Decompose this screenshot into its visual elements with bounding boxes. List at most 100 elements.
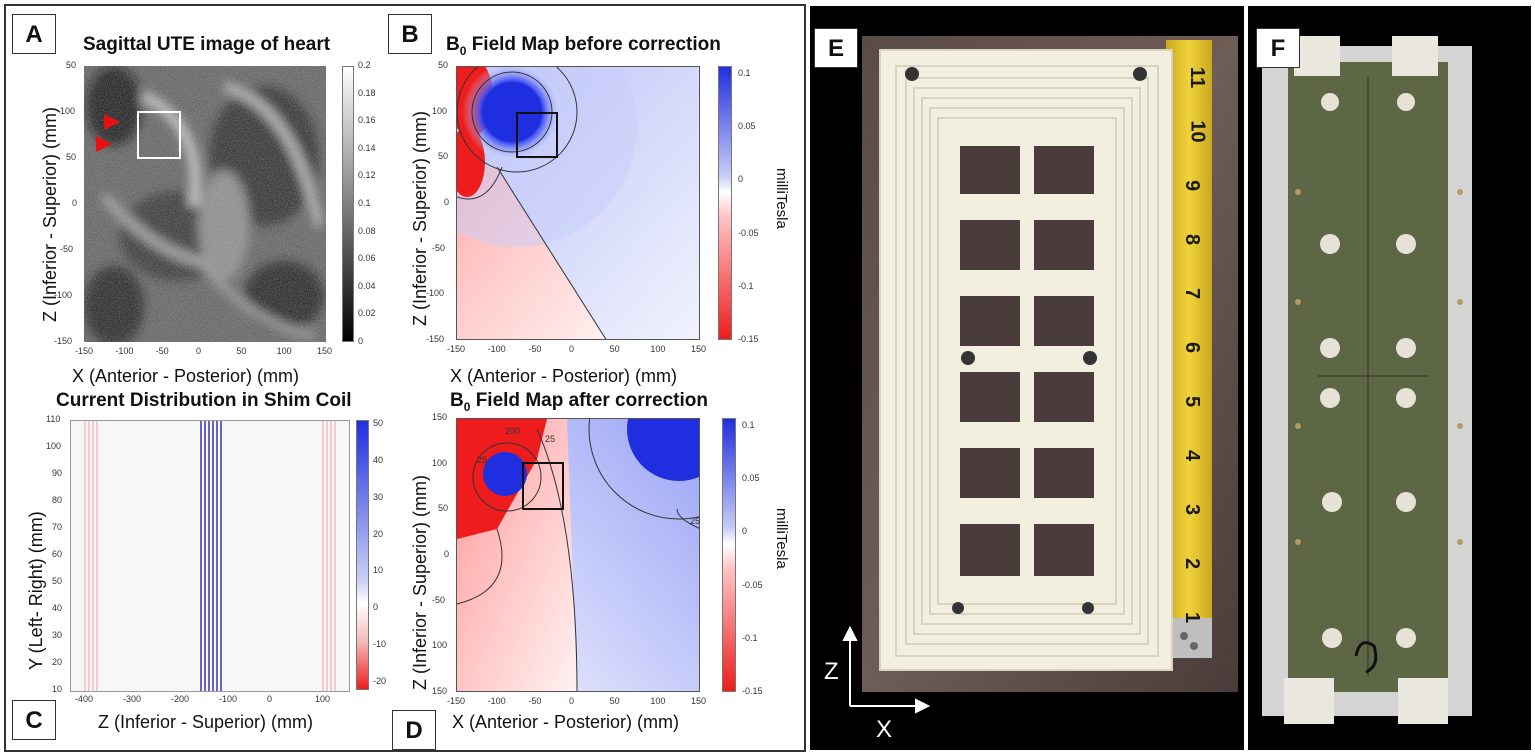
ruler-number-1: 10 [1186, 120, 1209, 143]
a-xtick-6: 150 [317, 346, 333, 356]
b-ytick-5: -100 [426, 288, 445, 299]
c-ytick-6: 50 [52, 576, 63, 586]
a-ytick-6: -150 [54, 336, 73, 346]
c-ytick-8: 30 [52, 630, 63, 640]
a-ytick-1: 100 [60, 106, 76, 116]
panel-d-title-b: B [450, 390, 464, 411]
panel-label-e: E [814, 28, 858, 68]
ruler-number-5: 6 [1181, 341, 1204, 354]
a-xtick-5: 100 [276, 346, 292, 356]
a-xtick-4: 50 [236, 346, 247, 356]
b-cbtick-3: -0.05 [738, 227, 759, 238]
marker-arrow-1 [104, 114, 120, 130]
b-xtick-3: 0 [569, 344, 575, 354]
d-cbtick-3: -0.05 [742, 579, 763, 590]
c-cbtick-6: -10 [373, 639, 387, 650]
c-cbtick-3: 20 [373, 528, 384, 539]
fieldmap-before [456, 66, 700, 340]
panel-c-ylabel: Y (Left- Right) (mm) [26, 511, 46, 670]
d-xtick-4: 50 [609, 696, 620, 706]
c-xtick-1: -300 [123, 694, 142, 704]
c-ytick-1: 100 [46, 441, 62, 451]
a-cbtick-9: 0.02 [358, 308, 376, 319]
axis-label-x: X [876, 716, 893, 743]
ruler-number-6: 5 [1181, 395, 1204, 408]
b-cbtick-2: 0 [738, 174, 744, 185]
c-ytick-4: 70 [52, 522, 63, 532]
contour-label-2: 25 [690, 516, 701, 526]
colorbar-a [342, 66, 354, 342]
ruler-number-0: 11 [1186, 66, 1209, 89]
colorbar-b [718, 66, 732, 340]
ruler-number-3: 8 [1181, 233, 1204, 246]
ruler-number-7: 4 [1181, 449, 1204, 462]
ruler-number-8: 3 [1181, 503, 1204, 516]
c-ytick-5: 60 [52, 549, 63, 559]
fieldmap-after-svg [457, 419, 699, 691]
panel-d-ylabel: Z (Inferior - Superior) (mm) [410, 474, 430, 690]
b-ytick-3: 0 [444, 197, 450, 207]
fieldmap-before-svg [457, 67, 699, 339]
a-cbtick-7: 0.06 [358, 253, 376, 264]
panel-c-xlabel: Z (Inferior - Superior) (mm) [98, 712, 314, 732]
colorbar-c [356, 420, 369, 690]
contour-label-3: 25 [477, 455, 488, 465]
c-cbtick-0: 50 [373, 418, 384, 428]
ruler-number-2: 9 [1181, 179, 1204, 192]
panel-d-xlabel: X (Anterior - Posterior) (mm) [452, 712, 680, 732]
d-xtick-0: -150 [447, 696, 466, 706]
d-ytick-4: -50 [432, 594, 446, 605]
a-ytick-3: 0 [72, 198, 78, 208]
c-ytick-10: 10 [52, 684, 63, 694]
ute-image [84, 66, 326, 342]
panel-a-title: Sagittal UTE image of heart [83, 34, 331, 55]
a-cbtick-10: 0 [358, 336, 364, 346]
b-ytick-4: -50 [432, 242, 446, 253]
c-ytick-3: 80 [52, 495, 63, 505]
d-ytick-0: 150 [432, 412, 448, 422]
panel-label-d: D [392, 710, 436, 750]
d-cbtick-4: -0.1 [742, 632, 758, 643]
fieldmap-after [456, 418, 700, 692]
c-xtick-3: -100 [219, 694, 238, 704]
a-xtick-0: -150 [75, 346, 94, 356]
c-xtick-5: 100 [315, 694, 331, 704]
c-ytick-9: 20 [52, 657, 63, 667]
c-cbtick-5: 0 [373, 602, 379, 613]
panel-a-ylabel: Z (Inferior - Superior) (mm) [40, 106, 60, 322]
a-ytick-5: -100 [54, 290, 73, 300]
d-ytick-3: 0 [444, 549, 450, 559]
panel-b-title-b: B [446, 34, 460, 55]
d-xtick-2: -50 [528, 696, 542, 706]
panel-b-title-rest: Field Map before correction [466, 34, 721, 55]
c-cbtick-4: 10 [373, 565, 384, 576]
a-cbtick-0: 0.2 [358, 60, 371, 70]
panel-f: F [1248, 6, 1531, 750]
a-xtick-1: -100 [115, 346, 134, 356]
current-distribution-plot [70, 420, 350, 692]
colorbar-d [722, 418, 736, 692]
colorbar-b-unit: milliTesla [773, 168, 790, 229]
d-cbtick-1: 0.05 [742, 473, 760, 484]
b-xtick-2: -50 [528, 344, 542, 354]
axis-arrows-e [842, 625, 931, 714]
panel-d-title-rest: Field Map after correction [470, 390, 708, 411]
d-ytick-2: 50 [438, 503, 449, 514]
panel-c-title: Current Distribution in Shim Coil [56, 390, 352, 411]
panel-b-title: B0 Field Map before correction [446, 34, 721, 58]
d-xtick-3: 0 [569, 696, 575, 706]
d-xtick-6: 150 [691, 696, 707, 706]
a-ytick-2: 50 [66, 152, 77, 162]
a-cbtick-1: 0.18 [358, 87, 376, 98]
axis-label-z: Z [824, 658, 839, 685]
figure-frame-left [4, 4, 806, 752]
panel-d-title-sub: 0 [463, 399, 471, 414]
roi-box-a [137, 111, 181, 159]
c-cbtick-1: 40 [373, 454, 384, 465]
c-ytick-7: 40 [52, 603, 63, 613]
ute-image-svg [84, 66, 326, 342]
a-cbtick-8: 0.04 [358, 280, 376, 291]
a-ytick-4: -50 [60, 244, 74, 254]
roi-box-b [516, 112, 558, 158]
